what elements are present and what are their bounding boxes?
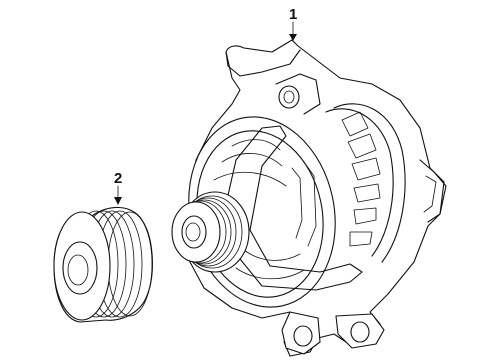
- callout-1-number: 1: [289, 6, 297, 23]
- pulley-face: [53, 211, 111, 321]
- alternator-pulley-face: [171, 201, 221, 263]
- rear-vents: [325, 103, 406, 263]
- connector-detail: [423, 175, 437, 213]
- pulley: [53, 206, 153, 323]
- callout-1-arrowhead: [289, 34, 297, 41]
- mount-hole-bottom-right: [350, 321, 370, 343]
- pulley-bore: [67, 254, 89, 286]
- alternator-pulley-hub: [181, 215, 207, 249]
- alternator: [171, 39, 447, 357]
- mount-ears-bottom: [281, 311, 385, 355]
- mount-hole-bottom-left: [293, 325, 313, 347]
- callout-1: 1: [289, 6, 297, 41]
- callout-2-arrowhead: [114, 197, 122, 205]
- mount-boss-top: [275, 73, 321, 115]
- connector-housing: [419, 159, 447, 223]
- callout-2-number: 2: [114, 170, 122, 187]
- mount-hole-top: [278, 85, 300, 109]
- alternator-pulley: [171, 191, 250, 273]
- callout-2: 2: [114, 170, 122, 205]
- wire-brace: [225, 125, 363, 291]
- alternator-mount-ear-top: [225, 49, 301, 77]
- pulley-hub: [62, 241, 98, 295]
- mount-hole-top-inner: [283, 90, 295, 104]
